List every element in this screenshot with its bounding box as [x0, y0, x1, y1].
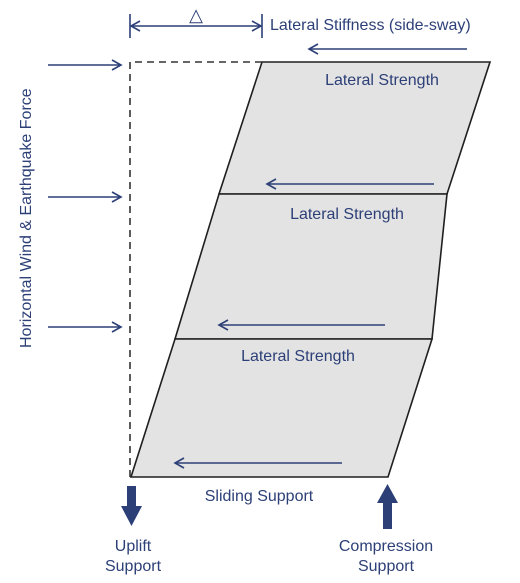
original-position-outline	[129, 61, 262, 477]
displacement-dimension	[129, 14, 263, 38]
force-arrow-icon	[173, 457, 342, 469]
story-label-middle: Lateral Strength	[290, 206, 404, 223]
story-bottom	[129, 338, 434, 478]
compression-label-line2: Support	[358, 558, 415, 575]
uplift-label-line1: Uplift	[115, 538, 152, 555]
side-label: Horizontal Wind & Earthquake Force	[18, 88, 35, 348]
horizontal-force-arrows	[48, 59, 123, 333]
building-frame	[129, 61, 492, 478]
force-arrow-icon	[48, 59, 123, 71]
delta-icon: △	[189, 5, 203, 25]
bottom-label: Sliding Support	[205, 488, 314, 505]
force-arrow-icon	[48, 321, 123, 333]
compression-label-line1: Compression	[339, 538, 433, 555]
uplift-label-line2: Support	[105, 558, 162, 575]
force-arrow-icon	[217, 319, 385, 331]
compression-arrow-icon	[377, 484, 398, 529]
uplift-arrow-icon	[121, 486, 142, 526]
top-label: Lateral Stiffness (side-sway)	[270, 17, 471, 34]
force-arrow-icon	[307, 43, 467, 55]
story-shear-arrows	[173, 178, 434, 469]
story-label-top: Lateral Strength	[325, 72, 439, 89]
story-label-bottom: Lateral Strength	[241, 348, 355, 365]
force-arrow-icon	[48, 191, 123, 203]
force-arrow-icon	[265, 178, 434, 190]
